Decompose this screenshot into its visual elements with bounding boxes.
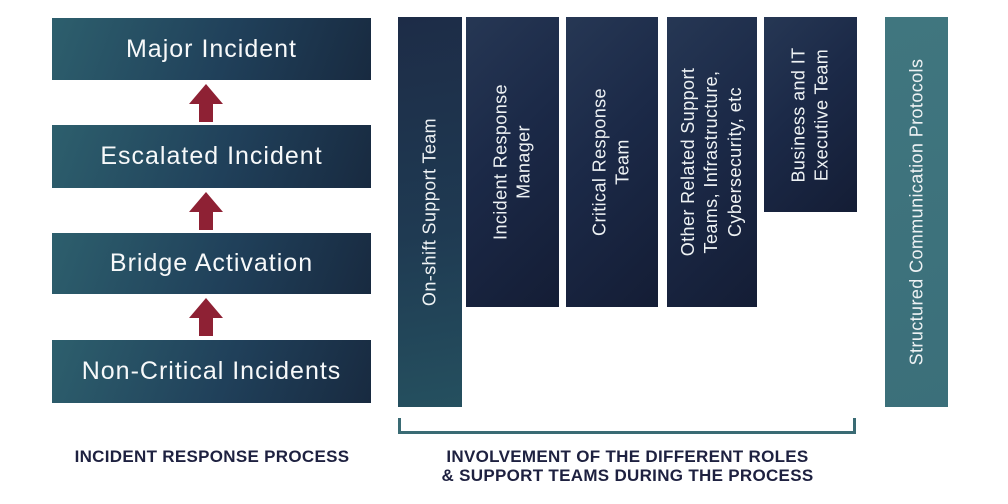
role-bar-incident-response-manager: Incident Response Manager	[466, 17, 559, 307]
role-bar-other-related-support-teams: Other Related Support Teams, Infrastruct…	[667, 17, 757, 307]
role-bar-label: Incident Response Manager	[490, 84, 534, 240]
role-bar-label: Business and IT Executive Team	[788, 46, 832, 183]
role-bar-label: On-shift Support Team	[419, 117, 440, 307]
role-bar-on-shift-support-team: On-shift Support Team	[398, 17, 462, 407]
up-arrow-icon	[189, 192, 223, 230]
up-arrow-stem	[199, 318, 213, 336]
process-step-major-incident: Major Incident	[52, 18, 371, 80]
up-arrow-stem	[199, 212, 213, 230]
process-step-non-critical-incidents: Non-Critical Incidents	[52, 340, 371, 403]
up-arrow-stem	[199, 104, 213, 122]
process-step-label: Major Incident	[125, 34, 298, 63]
process-step-bridge-activation: Bridge Activation	[52, 233, 371, 294]
up-arrow-head	[189, 84, 223, 104]
roles-caption-line1: INVOLVEMENT OF THE DIFFERENT ROLES	[446, 447, 809, 466]
roles-caption: INVOLVEMENT OF THE DIFFERENT ROLES & SUP…	[397, 447, 858, 485]
role-bar-label: Critical Response Team	[589, 88, 633, 236]
role-bar-business-it-executive-team: Business and IT Executive Team	[764, 17, 857, 212]
roles-caption-line2: & SUPPORT TEAMS DURING THE PROCESS	[441, 466, 814, 485]
process-step-label: Bridge Activation	[109, 249, 314, 277]
protocols-bar-label: Structured Communication Protocols	[905, 58, 926, 366]
roles-bracket	[398, 418, 856, 434]
up-arrow-head	[189, 298, 223, 318]
role-bar-critical-response-team: Critical Response Team	[566, 17, 658, 307]
up-arrow-icon	[189, 298, 223, 336]
process-step-label: Escalated Incident	[100, 142, 323, 170]
process-caption: INCIDENT RESPONSE PROCESS	[74, 447, 350, 466]
up-arrow-head	[189, 192, 223, 212]
process-step-label: Non-Critical Incidents	[81, 357, 342, 385]
role-bar-label: Other Related Support Teams, Infrastruct…	[677, 67, 745, 257]
up-arrow-icon	[189, 84, 223, 122]
process-step-escalated-incident: Escalated Incident	[52, 125, 371, 188]
structured-communication-protocols-bar: Structured Communication Protocols	[885, 17, 948, 407]
